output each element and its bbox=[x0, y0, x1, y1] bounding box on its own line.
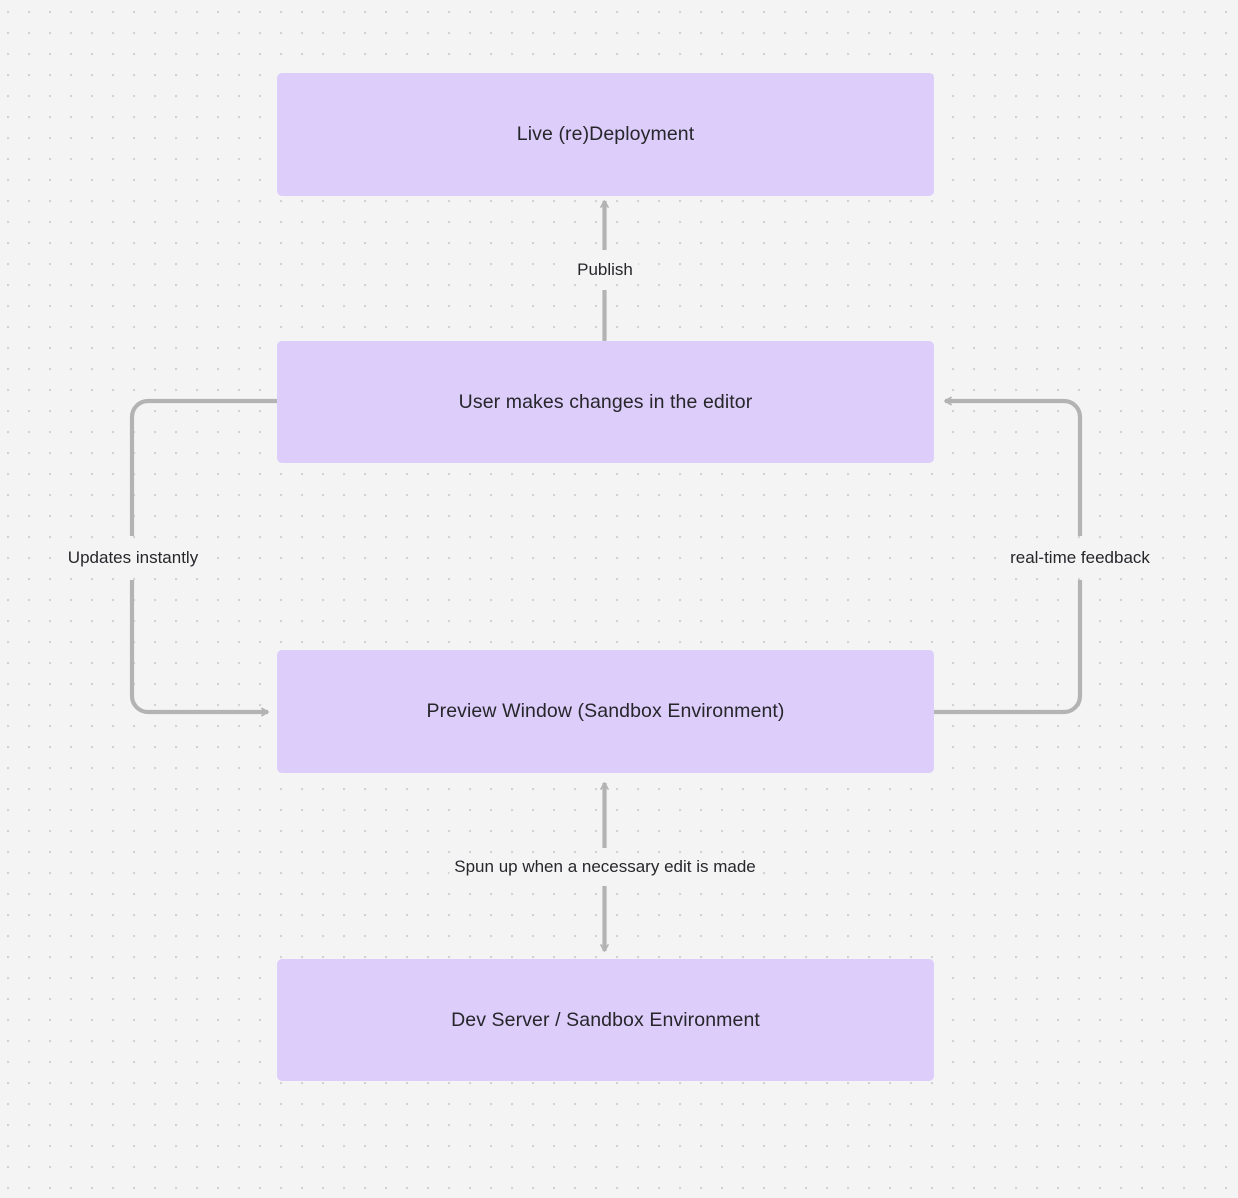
node-dev-server[interactable]: Dev Server / Sandbox Environment bbox=[277, 959, 934, 1081]
edge-updates-instantly-upper bbox=[129, 398, 277, 536]
node-live-deployment[interactable]: Live (re)Deployment bbox=[277, 73, 934, 196]
node-preview-window-label: Preview Window (Sandbox Environment) bbox=[426, 700, 785, 723]
edge-label-spun-up[interactable]: Spun up when a necessary edit is made bbox=[449, 854, 761, 880]
node-live-deployment-label: Live (re)Deployment bbox=[516, 123, 695, 146]
node-user-edits-label: User makes changes in the editor bbox=[458, 390, 753, 413]
edge-label-updates-instantly[interactable]: Updates instantly bbox=[62, 545, 204, 571]
edge-real-time-feedback-upper bbox=[944, 396, 1083, 536]
node-dev-server-label: Dev Server / Sandbox Environment bbox=[451, 1008, 760, 1031]
edge-label-real-time-feedback[interactable]: real-time feedback bbox=[1005, 545, 1155, 571]
edge-updates-instantly-lower bbox=[129, 580, 269, 717]
edge-real-time-feedback-lower bbox=[934, 580, 1083, 715]
edge-label-publish[interactable]: Publish bbox=[572, 257, 638, 283]
node-preview-window[interactable]: Preview Window (Sandbox Environment) bbox=[277, 650, 934, 773]
node-user-edits[interactable]: User makes changes in the editor bbox=[277, 341, 934, 463]
